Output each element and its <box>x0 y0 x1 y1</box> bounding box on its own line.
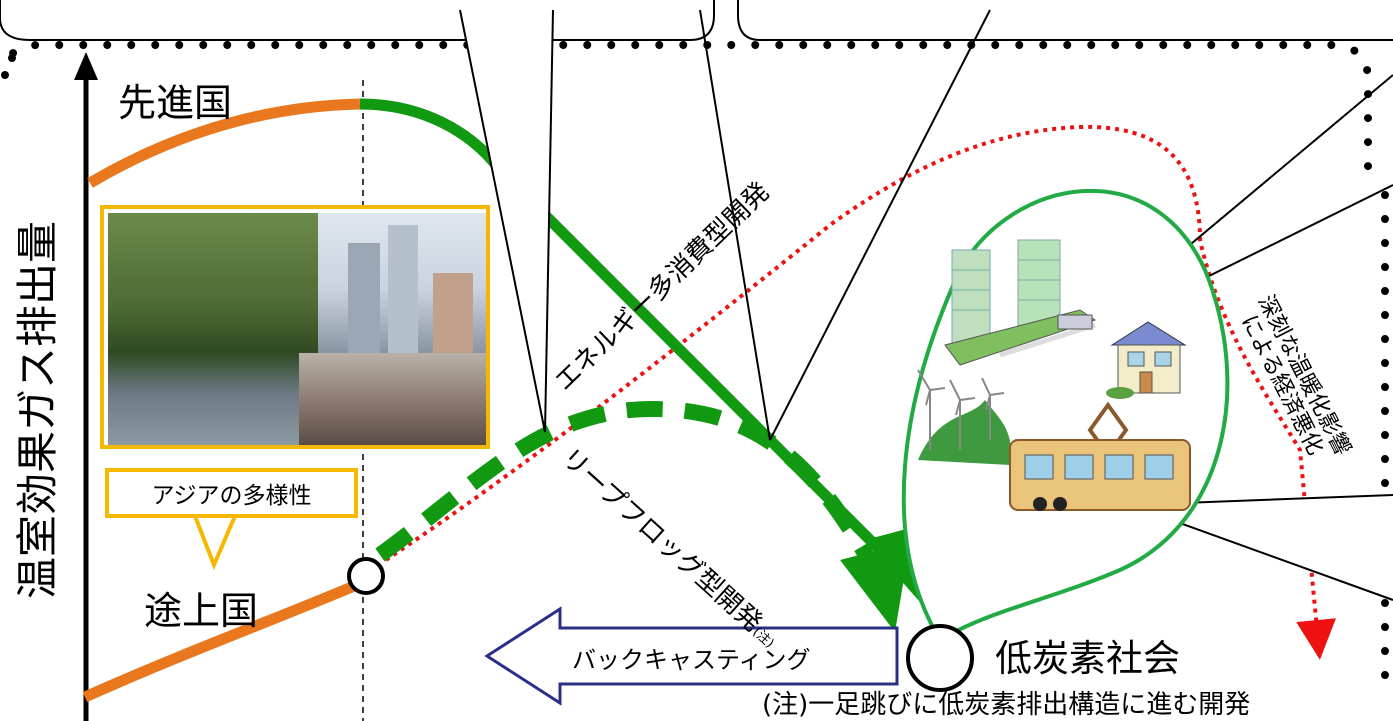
developing-country-label: 途上国 <box>144 589 259 633</box>
developed-country-label: 先進国 <box>118 81 233 125</box>
developed-transition-path <box>496 166 889 559</box>
asia-photo-frame <box>100 205 490 449</box>
backcasting-arrow <box>484 606 899 706</box>
asia-diversity-callout: アジアの多様性 <box>105 468 358 518</box>
asia-diversity-label: アジアの多様性 <box>151 483 312 509</box>
wind-turbine-icon <box>917 369 1011 465</box>
y-axis-arrowhead <box>74 52 98 80</box>
low-carbon-point <box>906 624 974 692</box>
solar-house-icon <box>1106 321 1187 399</box>
developed-curve-past <box>87 98 361 188</box>
energy-intensive-path <box>384 124 1337 660</box>
dotted-frame-left <box>8 54 16 62</box>
low-carbon-society-label: 低炭素社会 <box>995 637 1180 680</box>
dotted-frame <box>1 41 1389 694</box>
top-callout-box-left <box>0 0 715 41</box>
green-city-icon <box>944 239 1097 366</box>
motorbike-traffic-photo-icon <box>299 353 486 445</box>
top-callout-box-right <box>737 0 1393 41</box>
callout-pointers <box>459 9 1393 601</box>
rice-terrace-photo-icon <box>108 213 318 445</box>
y-axis-label: 温室効果ガス排出量 <box>13 221 62 599</box>
leapfrog-path-label: リープフロッグ型開発(注) <box>555 443 784 654</box>
energy-path-label: エネルギー多消費型開発 <box>549 177 776 397</box>
present-point <box>347 557 385 595</box>
backcasting-label: バックキャスティング <box>572 646 811 674</box>
footnote: (注)一足跳びに低炭素排出構造に進む開発 <box>762 690 1251 720</box>
leapfrog-path <box>375 401 888 584</box>
developing-curve-past <box>82 569 383 703</box>
city-skyline-photo-icon <box>318 213 486 353</box>
tram-icon <box>1009 401 1191 511</box>
asia-callout-pointer <box>193 515 237 571</box>
developed-curve-future <box>359 98 505 174</box>
